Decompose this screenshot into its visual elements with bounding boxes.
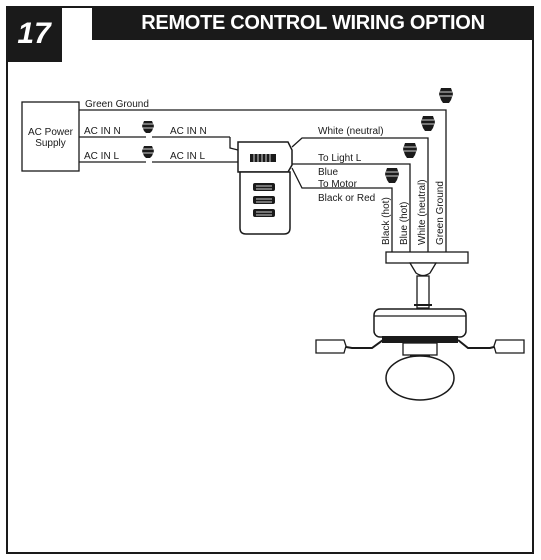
ac-in-n-wire-to-remote xyxy=(229,137,239,151)
switch-housing xyxy=(402,342,438,356)
canopy xyxy=(408,262,438,277)
ac-in-l-label-right: AC IN L xyxy=(170,151,205,162)
wire-nut-ac-in-n xyxy=(142,121,154,133)
wire-nut-light xyxy=(403,143,417,158)
white-neutral-wire xyxy=(291,137,429,252)
fan-blade-left xyxy=(315,339,384,354)
ac-in-n-label-right: AC IN N xyxy=(170,126,207,137)
wire-nut-green-ground xyxy=(439,88,453,103)
white-neutral-label: White (neutral) xyxy=(318,126,384,137)
page-title: REMOTE CONTROL WIRING OPTION xyxy=(92,6,534,40)
power-supply-label-1: AC Power xyxy=(28,127,74,138)
fan-wire-black-hot-label: Black (hot) xyxy=(381,197,392,245)
green-ground-label: Green Ground xyxy=(85,99,149,110)
fan-wire-green-ground-label: Green Ground xyxy=(435,181,446,245)
fan-wire-blue-hot-label: Blue (hot) xyxy=(399,202,410,245)
to-light-wire xyxy=(292,163,411,252)
downrod xyxy=(416,275,430,309)
fan-wire-white-neutral-label: White (neutral) xyxy=(417,179,428,245)
remote-receiver xyxy=(237,141,293,173)
mounting-bracket xyxy=(385,251,469,264)
wire-nut-ac-in-l xyxy=(142,146,154,158)
fan-blade-right xyxy=(457,339,525,354)
light-globe xyxy=(385,355,455,401)
motor-housing xyxy=(373,308,467,338)
to-motor-label: To Motor xyxy=(318,179,358,190)
motor-lower-band xyxy=(382,336,458,343)
ac-in-l-label-left: AC IN L xyxy=(84,151,119,162)
green-ground-wire xyxy=(79,109,447,252)
ac-in-n-label-left: AC IN N xyxy=(84,126,121,137)
to-motor-wire xyxy=(291,167,393,252)
wire-nut-motor xyxy=(385,168,399,183)
wire-nut-white-neutral xyxy=(421,116,435,131)
step-number-badge: 17 xyxy=(6,6,62,62)
power-supply-label-2: Supply xyxy=(35,138,66,149)
remote-transmitter xyxy=(239,171,291,235)
black-or-red-label: Black or Red xyxy=(318,193,375,204)
ac-power-supply-box xyxy=(21,101,80,172)
blue-label: Blue xyxy=(318,167,338,178)
to-light-label: To Light L xyxy=(318,153,362,164)
